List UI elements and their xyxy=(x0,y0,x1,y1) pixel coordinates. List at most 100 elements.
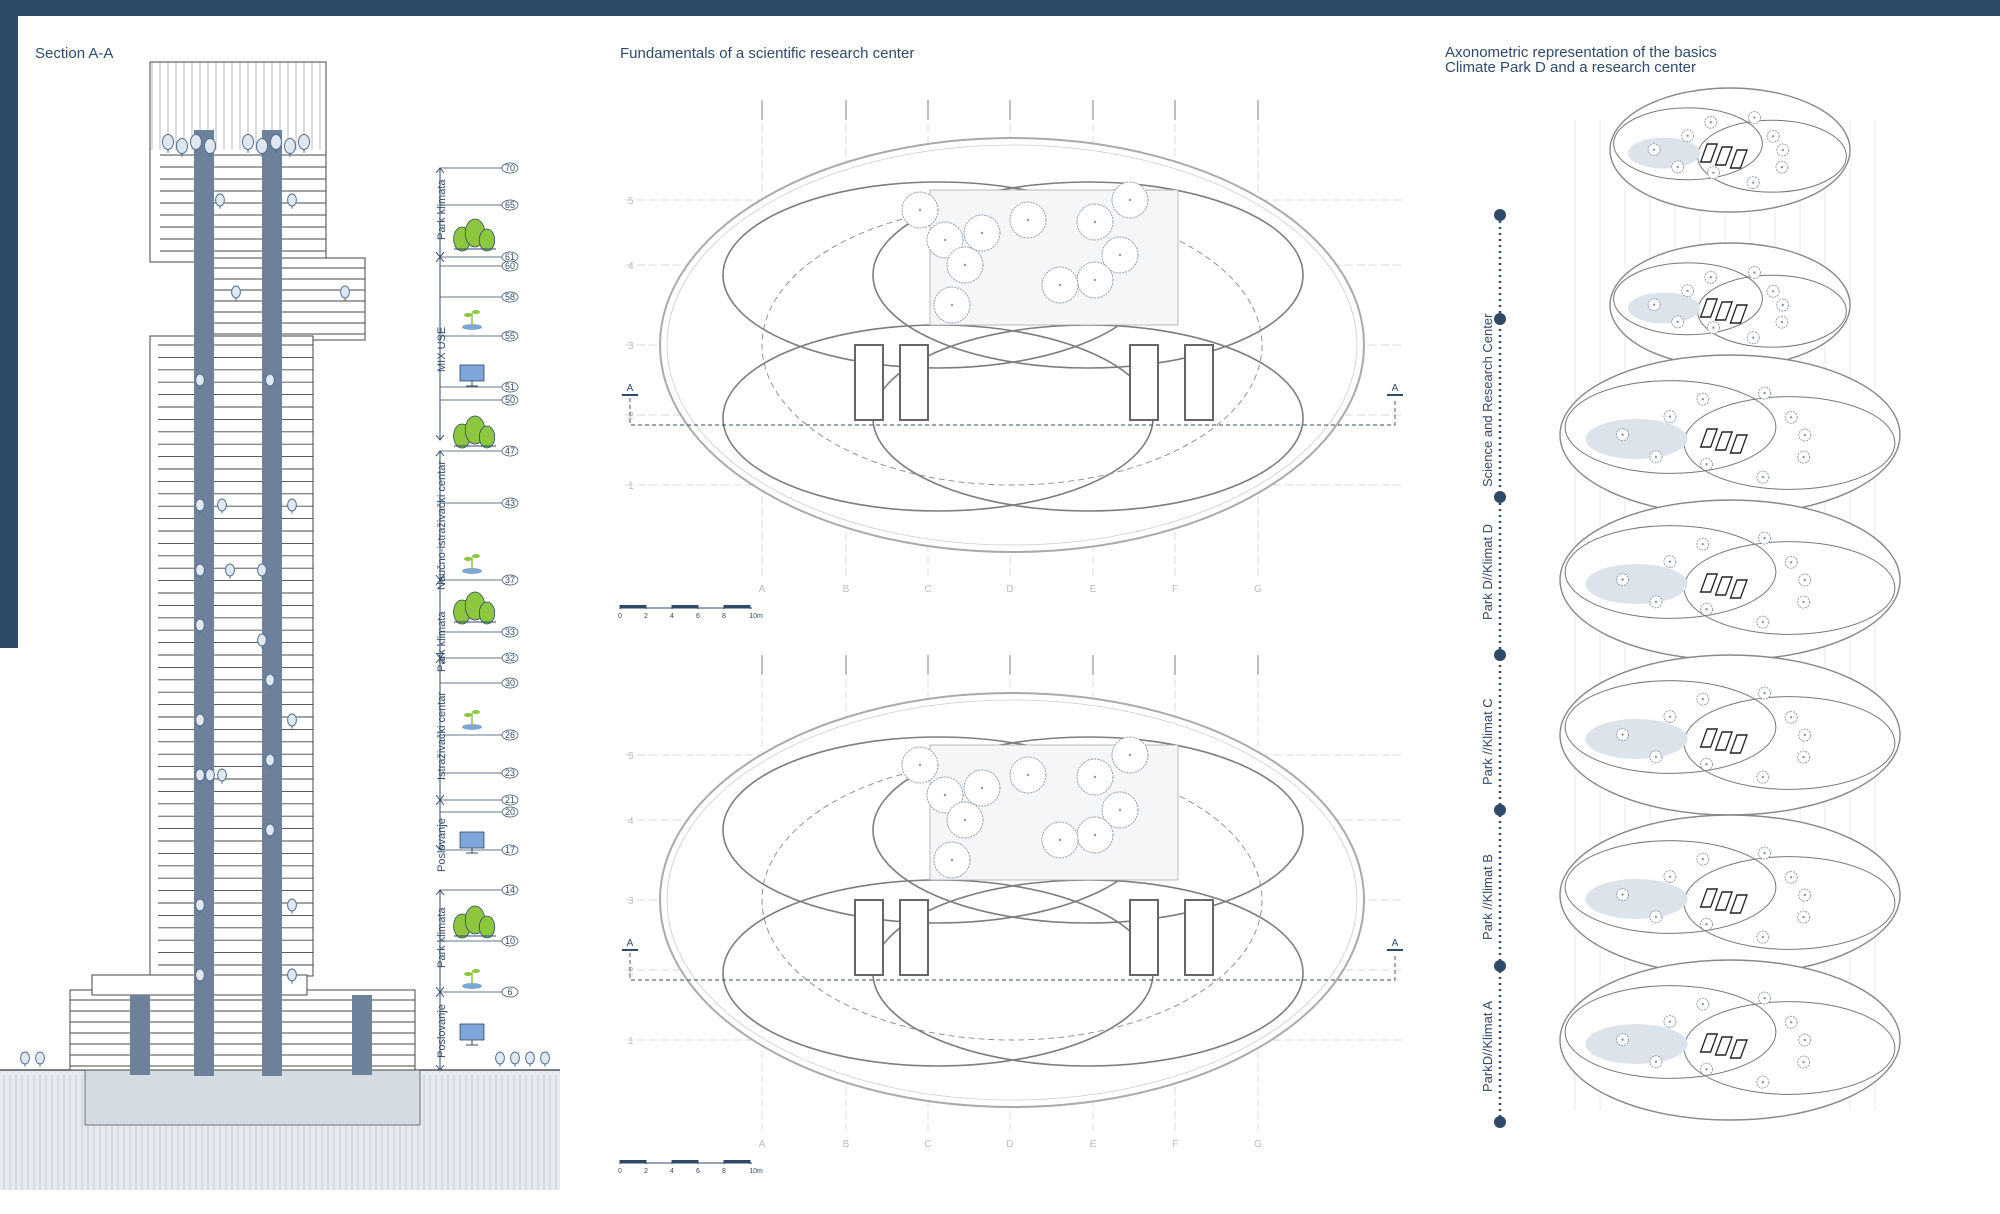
zone-label-0: Park klimata xyxy=(436,179,448,240)
tree-center xyxy=(1789,876,1793,879)
podium-core-left xyxy=(130,995,150,1075)
plan-tree-icon xyxy=(1111,736,1149,774)
tree-center xyxy=(950,858,954,862)
level-label: 50 xyxy=(505,395,515,405)
plan-tree-icon xyxy=(933,841,971,879)
sprout-water xyxy=(462,568,482,574)
level-badge xyxy=(501,767,519,779)
axo-hatch-zone xyxy=(1585,419,1688,459)
grid-letter: A xyxy=(759,584,766,595)
green-trees-icon xyxy=(453,218,496,252)
tree-crown xyxy=(256,138,268,154)
grid-letter: F xyxy=(1172,584,1178,595)
level-badge xyxy=(501,652,519,664)
plan-tree-icon xyxy=(1696,392,1710,406)
foundation xyxy=(84,1069,421,1126)
scale-label: 8 xyxy=(722,613,726,620)
zone-arrow-head xyxy=(435,991,445,998)
grid-letter: E xyxy=(1090,584,1097,595)
level-label: 37 xyxy=(505,575,515,585)
tree-icon xyxy=(195,898,205,914)
plan-tree-icon xyxy=(1756,1075,1770,1089)
dashed-ellipse xyxy=(761,759,1263,1041)
tree-center xyxy=(1118,808,1122,812)
level-label: 51 xyxy=(505,382,515,392)
plan-tree-icon xyxy=(1700,757,1713,771)
tree-icon xyxy=(242,134,254,153)
outer-slab-inner xyxy=(666,144,1358,546)
lobe-top-right xyxy=(872,181,1304,369)
axo-core xyxy=(1729,894,1748,914)
tree-center xyxy=(1652,303,1656,306)
tree-crown xyxy=(231,285,241,299)
tree-center xyxy=(1761,475,1765,479)
tree-center xyxy=(1781,148,1785,152)
stair-core xyxy=(1184,344,1214,421)
tree-center xyxy=(1781,303,1785,307)
tree-center xyxy=(1761,1080,1765,1084)
plan-tree-icon xyxy=(1111,181,1149,219)
monitor-icon xyxy=(459,831,485,854)
tree-center xyxy=(1709,121,1713,124)
stair-core xyxy=(899,344,929,421)
plans-title: Fundamentals of a scientific research ce… xyxy=(620,45,915,62)
tree-shape xyxy=(478,601,496,625)
plan-tree-icon xyxy=(901,191,939,229)
sprout-leaf xyxy=(472,554,480,558)
tree-crown xyxy=(176,138,188,154)
tree-crown xyxy=(225,563,235,577)
plan-tree-icon xyxy=(1775,315,1789,329)
scale-block xyxy=(724,1160,750,1163)
axo-label-0: Science and Research Center xyxy=(1480,313,1495,487)
timeline-node xyxy=(1494,209,1506,221)
tree-crown xyxy=(215,193,225,207)
scale-block xyxy=(672,605,698,608)
tree-center xyxy=(1676,165,1679,169)
axo-lobe xyxy=(1564,380,1777,474)
sprout-leaf xyxy=(472,969,480,973)
tree-icon xyxy=(265,373,275,389)
monitor-icon xyxy=(459,364,485,387)
tree-center xyxy=(1058,838,1062,842)
tree-center xyxy=(1763,391,1766,395)
cantilever-volume xyxy=(209,257,366,341)
tree-center xyxy=(943,793,947,797)
tree-shape xyxy=(478,425,496,449)
tree-icon xyxy=(270,134,282,153)
green-trees-icon xyxy=(453,905,496,939)
level-label: 65 xyxy=(505,200,515,210)
tree-center xyxy=(1058,283,1062,287)
tree-center xyxy=(1118,253,1122,257)
level-badge xyxy=(501,626,519,638)
tree-center xyxy=(1705,1068,1708,1071)
grid-letter: G xyxy=(1254,584,1262,595)
axo-lobe xyxy=(1564,525,1777,619)
zone-label-7: Poslovanje xyxy=(436,1004,448,1058)
plan-tree-icon xyxy=(1041,821,1079,859)
tree-center xyxy=(963,263,967,267)
scale-label: 6 xyxy=(696,613,700,620)
plan-tree-icon xyxy=(1784,410,1798,424)
tree-crown xyxy=(35,1051,45,1065)
grid-number: 1 xyxy=(628,481,634,492)
axo-floor xyxy=(1559,959,1901,1121)
plan-tree-icon xyxy=(1776,298,1790,312)
dashed-ellipse xyxy=(761,204,1263,486)
tree-center xyxy=(1789,561,1793,564)
tree-center xyxy=(1802,755,1805,759)
plan-tree-icon xyxy=(1649,1055,1663,1069)
plan-tree-icon xyxy=(1704,270,1718,284)
tree-icon xyxy=(287,713,297,729)
section-cut-label: A xyxy=(1392,383,1399,394)
plan-tree-icon xyxy=(1649,450,1663,464)
tree-icon xyxy=(195,968,205,984)
axo-floor xyxy=(1559,499,1901,661)
tree-center xyxy=(1621,433,1624,436)
tree-icon xyxy=(525,1051,535,1067)
tree-icon xyxy=(195,498,205,514)
tree-center xyxy=(1705,923,1708,926)
floor-slabs xyxy=(70,154,415,1067)
plan-tree-icon xyxy=(1616,428,1630,442)
plan-tree-icon xyxy=(926,776,964,814)
tree-crown xyxy=(195,618,205,632)
